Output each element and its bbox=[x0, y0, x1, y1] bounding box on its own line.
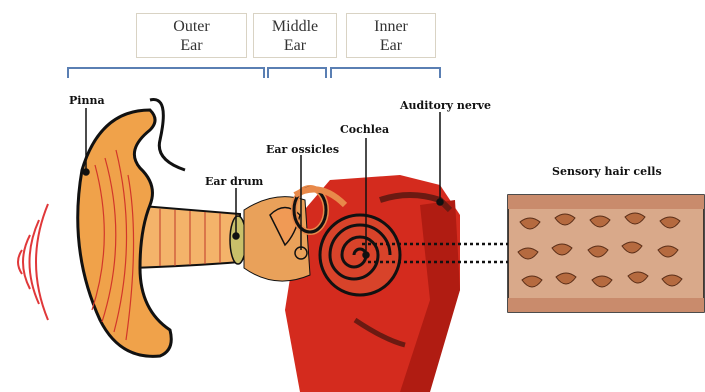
section-brackets bbox=[68, 68, 440, 78]
middle-ear-bracket bbox=[268, 68, 326, 78]
hair-cells-panel bbox=[508, 195, 704, 312]
cochlea-spiral bbox=[320, 215, 400, 295]
sound-waves bbox=[18, 204, 48, 320]
pinna-label: Pinna bbox=[69, 94, 105, 107]
ear-drum-label: Ear drum bbox=[205, 175, 263, 188]
inner-ear-bracket bbox=[331, 68, 440, 78]
ear-ossicles-label: Ear ossicles bbox=[266, 143, 339, 156]
auditory-nerve-label: Auditory nerve bbox=[400, 99, 491, 112]
pinna-fold bbox=[150, 100, 185, 171]
cochlea-label: Cochlea bbox=[340, 123, 389, 136]
sensory-hair-cells-label: Sensory hair cells bbox=[552, 165, 662, 178]
outer-ear-bracket bbox=[68, 68, 264, 78]
